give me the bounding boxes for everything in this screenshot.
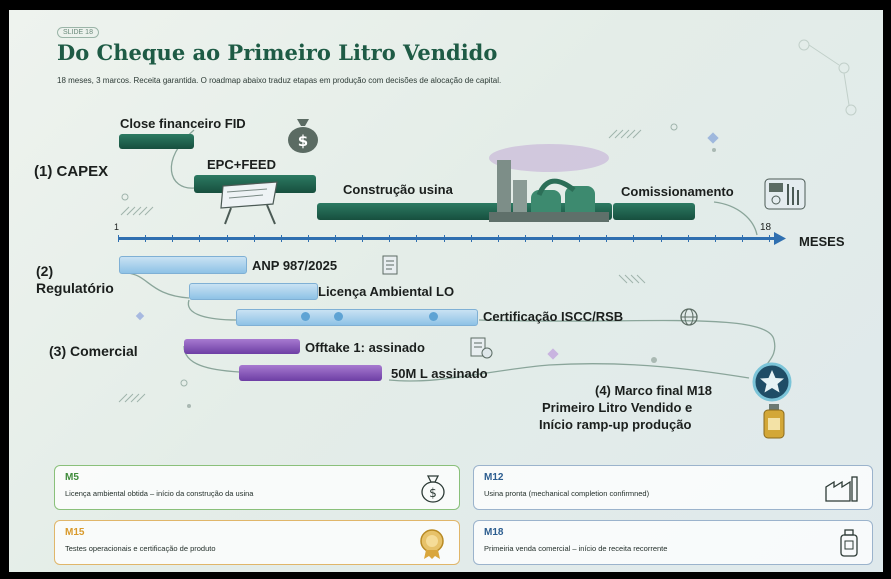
timeline-tick (389, 235, 391, 242)
epc-label: EPC+FEED (207, 157, 276, 172)
axis-start-label: 1 (114, 222, 120, 232)
fid-bar (119, 134, 194, 149)
milestone-card-m5: M5 Licença ambiental obtida – início da … (54, 465, 460, 510)
certification-bar (236, 309, 478, 326)
slide: SLIDE 18 Do Cheque ao Primeiro Litro Ven… (9, 10, 883, 572)
timeline-tick (497, 235, 499, 242)
final-milestone-line2: Primeiro Litro Vendido e (542, 400, 693, 415)
milestone-description: Primeiria venda comercial – início de re… (484, 544, 668, 553)
medal-icon (420, 529, 444, 559)
milestone-code: M5 (65, 472, 79, 483)
globe-icon (680, 308, 698, 326)
timeline-tick (199, 235, 201, 242)
page-subtitle: 18 meses, 3 marcos. Receita garantida. O… (57, 76, 502, 85)
milestone-code: M15 (65, 527, 85, 538)
certification-dot (334, 312, 343, 321)
timeline-tick (741, 235, 743, 242)
timeline-tick (687, 235, 689, 242)
certification-dot (429, 312, 438, 321)
timeline-tick (769, 235, 770, 242)
milestone-code: M12 (484, 472, 504, 483)
axis-end-label: 18 (760, 222, 772, 233)
bottle-icon (840, 529, 858, 557)
page-title: Do Cheque ao Primeiro Litro Vendido (57, 40, 498, 65)
timeline-tick (606, 235, 608, 242)
timeline-tick (470, 235, 472, 242)
timeline-tick (172, 235, 174, 242)
axis-arrow-icon (774, 232, 786, 245)
volume-label: 50M L assinado (391, 366, 488, 381)
timeline-tick (660, 235, 662, 242)
timeline-axis (118, 237, 778, 240)
milestone-card-m18: M18 Primeiria venda comercial – início d… (473, 520, 873, 565)
timeline-tick (633, 235, 635, 242)
control-panel-icon (764, 178, 806, 210)
offtake-bar (184, 339, 300, 354)
section-comercial-label: (3) Comercial (49, 343, 138, 359)
axis-unit-label: MESES (799, 234, 845, 249)
final-milestone-line3: Início ramp-up produção (539, 417, 692, 432)
certification-label: Certificação ISCC/RSB (483, 309, 624, 324)
milestone-description: Usina pronta (mechanical completion conf… (484, 489, 650, 498)
milestone-card-m15: M15 Testes operacionais e certificação d… (54, 520, 460, 565)
factory-illustration (489, 144, 609, 222)
svg-text:$: $ (429, 486, 437, 500)
offtake-label: Offtake 1: assinado (305, 340, 425, 355)
timeline-tick (118, 235, 119, 242)
timeline-tick (579, 235, 581, 242)
license-label: Licença Ambiental LO (318, 284, 455, 299)
fuel-bottle-icon (763, 404, 785, 439)
timeline-tick (552, 235, 553, 242)
commissioning-label: Comissionamento (621, 184, 734, 199)
timeline-tick (335, 235, 336, 242)
timeline-tick (145, 235, 147, 242)
timeline-tick (416, 235, 418, 242)
timeline-tick (524, 235, 526, 242)
certification-dot (301, 312, 310, 321)
section-regulatorio-label: Regulatório (36, 280, 114, 296)
section-regulatorio-number: (2) (36, 263, 54, 279)
anp-bar (119, 256, 247, 274)
milestone-code: M18 (484, 527, 504, 538)
signed-document-icon (470, 337, 493, 359)
milestone-card-m12: M12 Usina pronta (mechanical completion … (473, 465, 873, 510)
timeline-tick (307, 235, 309, 242)
star-badge-icon (752, 362, 792, 402)
money-bag-icon: $ (288, 119, 318, 153)
milestone-description: Licença ambiental obtida – início da con… (65, 489, 254, 498)
timeline-tick (253, 235, 255, 242)
timeline-tick (226, 235, 228, 242)
volume-bar (239, 365, 382, 381)
slide-badge: SLIDE 18 (57, 27, 99, 38)
timeline-tick (443, 235, 445, 242)
fid-label: Close financeiro FID (120, 116, 246, 131)
commissioning-bar (613, 203, 695, 220)
background-decoration (118, 39, 857, 408)
money-bag-icon: $ (421, 475, 445, 503)
document-icon (382, 255, 398, 275)
milestone-description: Testes operacionais e certificação de pr… (65, 544, 216, 553)
svg-text:$: $ (298, 132, 308, 150)
license-bar (189, 283, 318, 300)
timeline-tick (714, 235, 716, 242)
construction-label: Construção usina (343, 182, 453, 197)
section-capex-label: (1) CAPEX (34, 163, 109, 180)
anp-label: ANP 987/2025 (252, 258, 338, 273)
timeline-tick (362, 235, 364, 242)
timeline-tick (280, 235, 282, 242)
factory-icon (825, 476, 858, 502)
drafting-table-icon (220, 181, 278, 225)
final-milestone-title: (4) Marco final M18 (595, 383, 713, 398)
